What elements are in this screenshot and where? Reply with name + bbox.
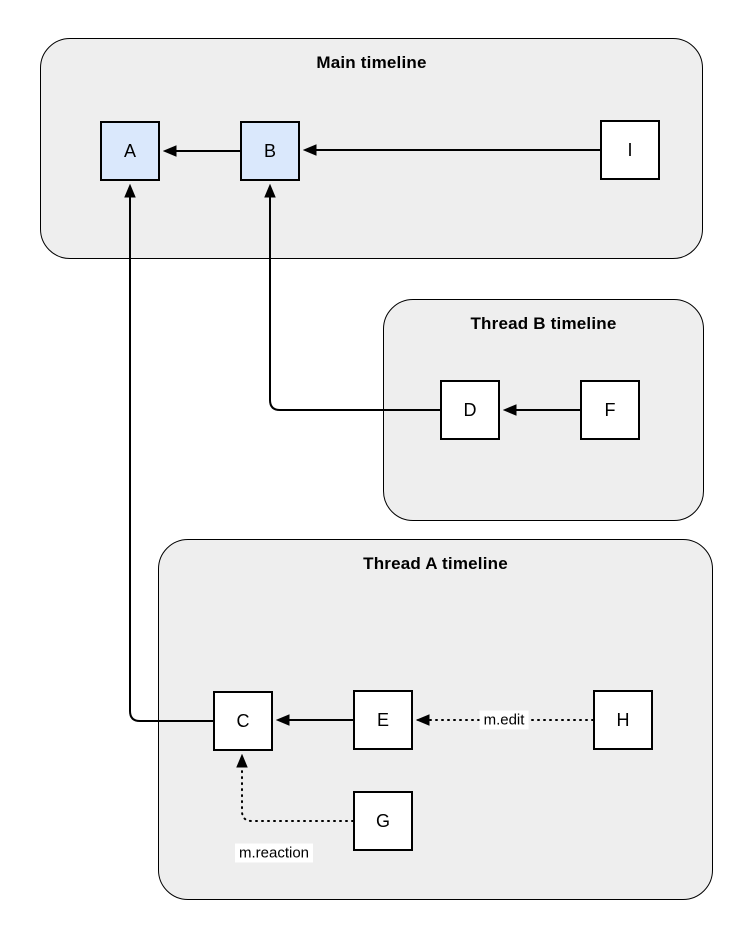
group-title-main-timeline: Main timeline [316,53,427,72]
node-a: A [100,121,160,181]
node-a-label: A [123,140,136,161]
edge-label-m-reaction: m.reaction [234,843,314,863]
node-f: F [580,380,640,440]
node-e: E [353,690,413,750]
node-d-label: D [463,399,477,420]
node-h-label: H [616,709,630,730]
node-i-label: I [627,139,633,160]
node-b-label: B [263,140,276,161]
node-e-label: E [376,709,389,730]
node-g: G [353,791,413,851]
group-thread-b-timeline: Thread B timeline [383,299,704,521]
edge-label-m-edit: m.edit [479,710,529,730]
group-title-thread-a-timeline: Thread A timeline [363,554,508,573]
node-c: C [213,691,273,751]
node-c-label: C [236,710,250,731]
node-f-label: F [604,399,616,420]
node-d: D [440,380,500,440]
node-h: H [593,690,653,750]
node-i: I [600,120,660,180]
group-title-thread-b-timeline: Thread B timeline [470,314,617,333]
node-b: B [240,121,300,181]
node-g-label: G [375,810,390,831]
